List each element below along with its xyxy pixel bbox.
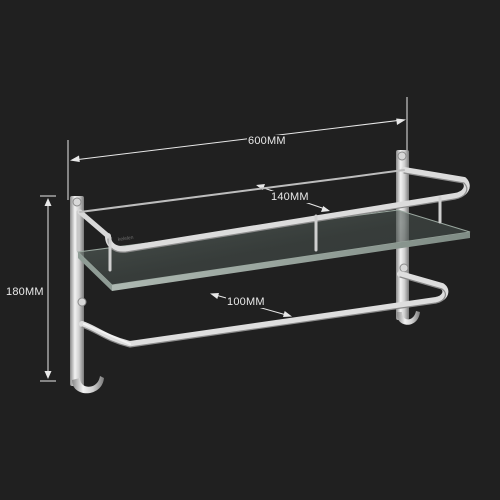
rail-gap-dimension-label: 100MM [226,296,266,308]
glass-shelf [76,209,471,291]
width-dimension-label: 600MM [247,135,287,147]
towel-bar [79,271,449,348]
left-wall-bracket [70,196,104,394]
depth-dimension-label: 140MM [270,191,310,203]
shelf-guard-rail [76,167,470,272]
brand-engraving: kelelen [117,235,134,243]
height-dimension-label: 180MM [6,286,44,298]
